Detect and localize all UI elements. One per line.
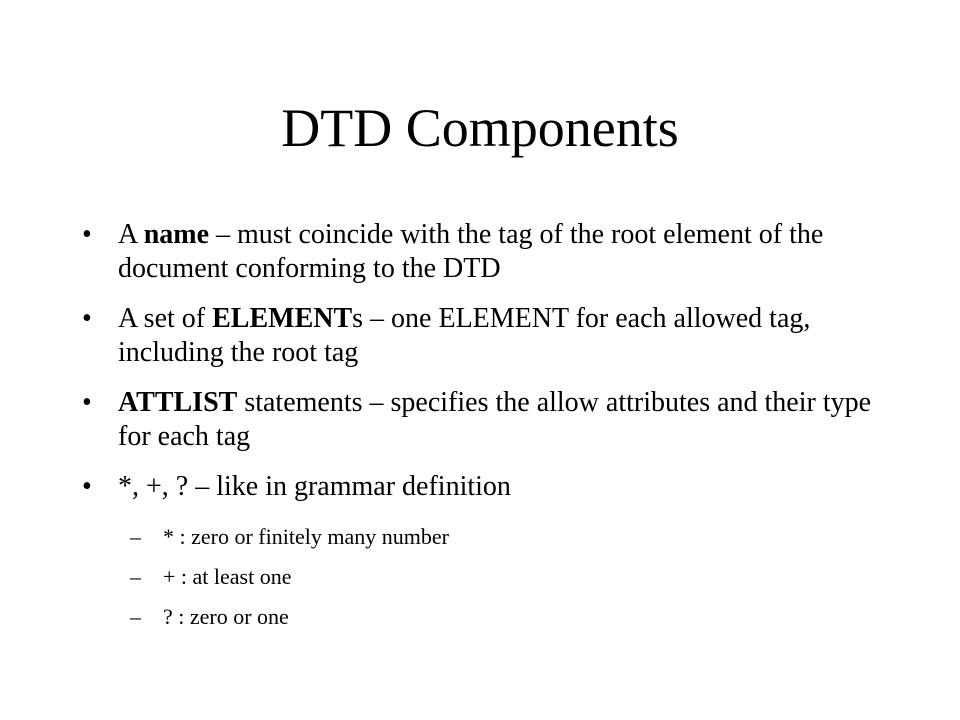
- bullet-item-name: • A name – must coincide with the tag of…: [0, 218, 960, 286]
- bullet-text-post: s – one ELEMENT for each allowed tag, in…: [118, 303, 811, 368]
- bullet-keyword: ELEMENT: [212, 303, 353, 334]
- bullet-item-elements: • A set of ELEMENTs – one ELEMENT for ea…: [0, 302, 960, 370]
- bullet-icon: •: [82, 387, 92, 418]
- bullet-text-pre: A: [118, 219, 144, 250]
- bullet-text-pre: A set of: [118, 303, 213, 334]
- dash-icon: –: [130, 524, 141, 549]
- sub-bullet-text: ? : zero or one: [163, 604, 289, 629]
- bullet-icon: •: [82, 471, 92, 502]
- bullet-item-quantifiers: • *, +, ? – like in grammar definition: [0, 470, 960, 504]
- bullet-text-pre: *, +, ? – like in grammar definition: [118, 471, 511, 502]
- dash-icon: –: [130, 604, 141, 629]
- sub-bullet-text: + : at least one: [163, 564, 292, 589]
- sub-bullet-list: – * : zero or finitely many number – + :…: [0, 524, 960, 630]
- dash-icon: –: [130, 564, 141, 589]
- sub-bullet-question: – ? : zero or one: [0, 604, 960, 630]
- bullet-item-attlist: • ATTLIST statements – specifies the all…: [0, 386, 960, 454]
- bullet-text-post: – must coincide with the tag of the root…: [118, 219, 824, 284]
- sub-bullet-star: – * : zero or finitely many number: [0, 524, 960, 550]
- bullet-keyword: name: [143, 219, 210, 250]
- sub-bullet-text: * : zero or finitely many number: [163, 524, 449, 549]
- bullet-list: • A name – must coincide with the tag of…: [0, 218, 960, 644]
- bullet-icon: •: [82, 219, 92, 250]
- bullet-text-post: statements – specifies the allow attribu…: [118, 387, 872, 452]
- bullet-keyword: ATTLIST: [118, 387, 238, 418]
- sub-bullet-plus: – + : at least one: [0, 564, 960, 590]
- slide-title: DTD Components: [281, 98, 679, 158]
- bullet-icon: •: [82, 303, 92, 334]
